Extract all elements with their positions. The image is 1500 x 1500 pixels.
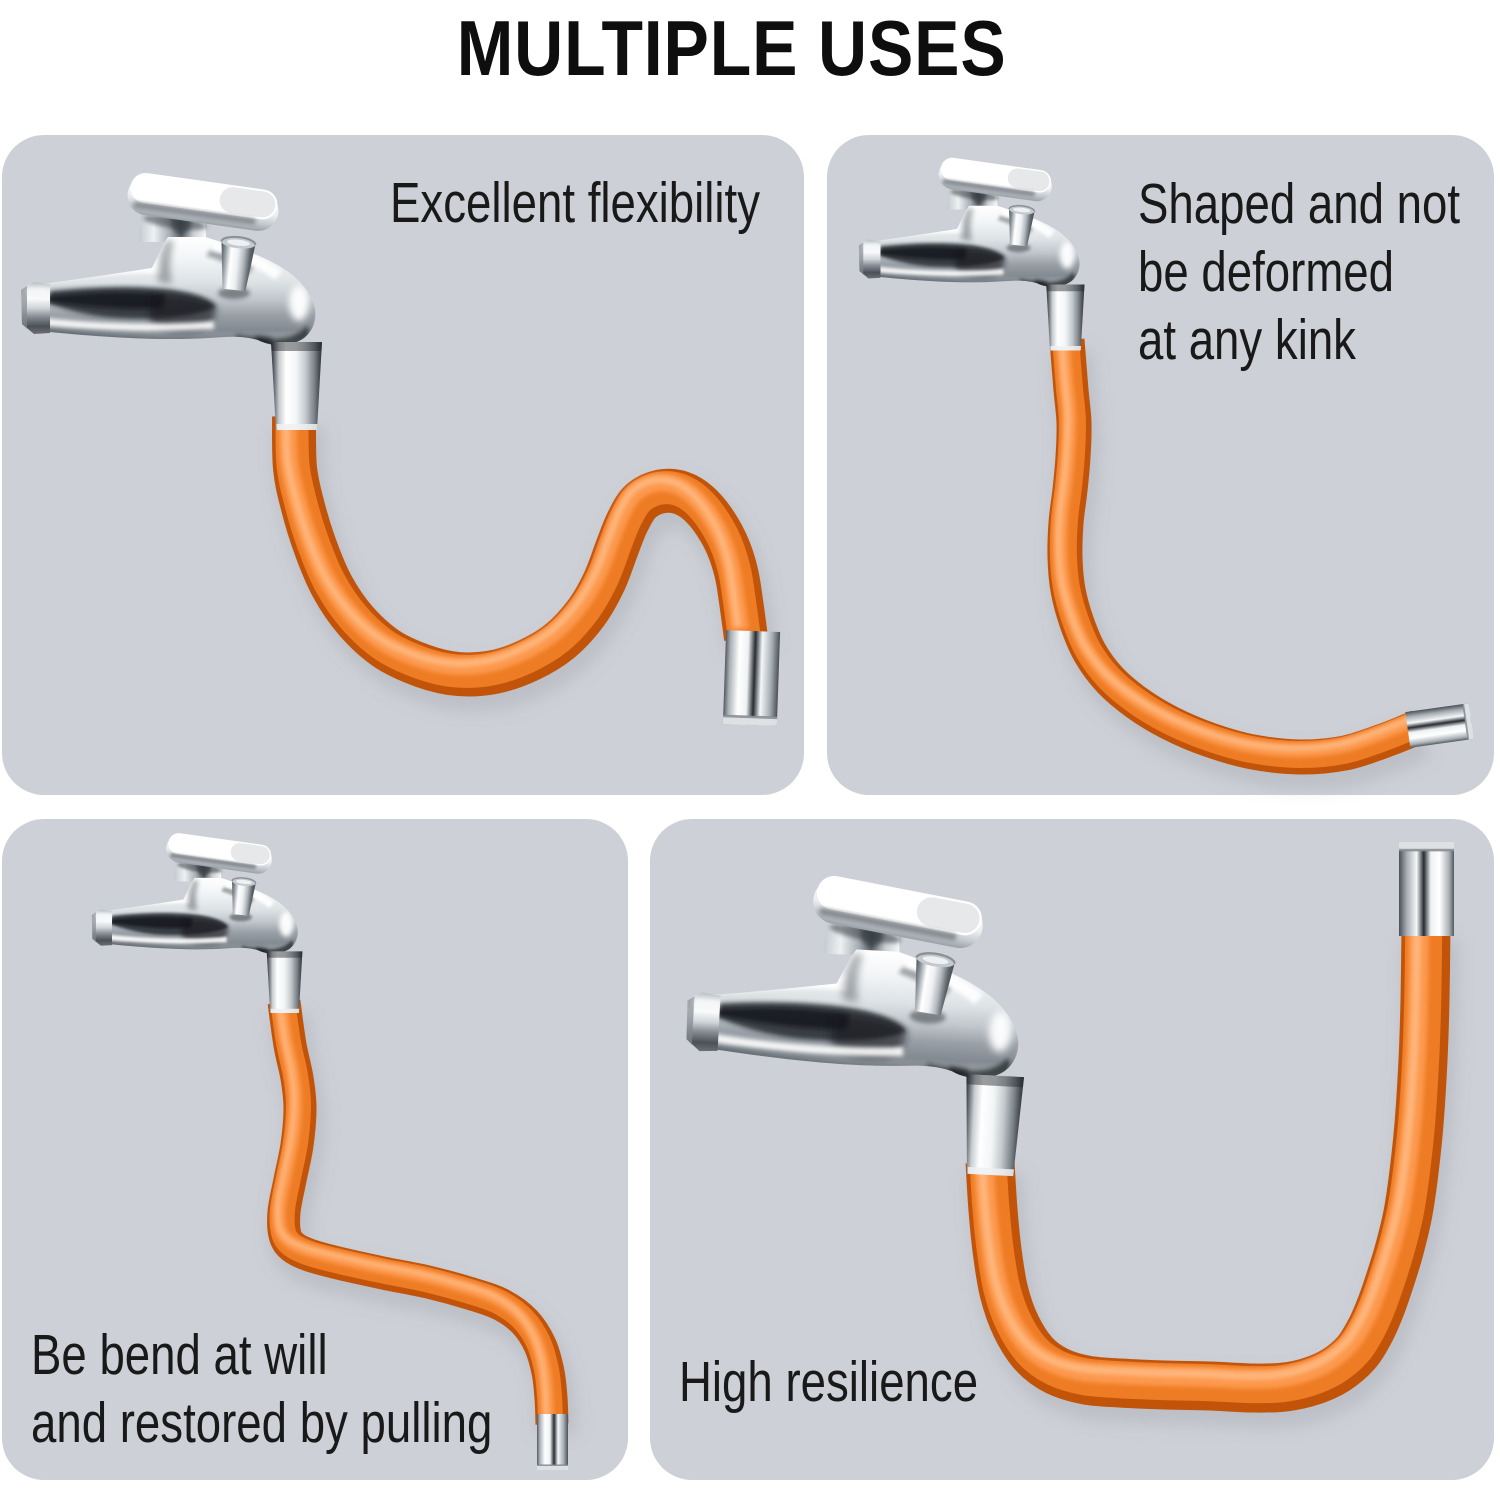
caption-bend-at-will: Be bend at will and restored by pulling <box>31 1321 492 1457</box>
title-text: MULTIPLE USES <box>456 4 1007 92</box>
caption-shaped-not-deformed: Shaped and not be deformed at any kink <box>1138 170 1460 374</box>
caption-line: High resilience <box>679 1350 979 1414</box>
caption-line: and restored by pulling <box>31 1391 493 1455</box>
caption-line: at any kink <box>1138 308 1356 372</box>
caption-line: Excellent flexibility <box>390 171 761 235</box>
caption-line: Shaped and not <box>1138 172 1461 236</box>
caption-line: Be bend at will <box>31 1323 328 1387</box>
caption-excellent-flexibility: Excellent flexibility <box>390 169 760 237</box>
caption-line: be deformed <box>1138 240 1395 304</box>
caption-high-resilience: High resilience <box>679 1348 978 1416</box>
page-title: MULTIPLE USES <box>0 3 1500 94</box>
